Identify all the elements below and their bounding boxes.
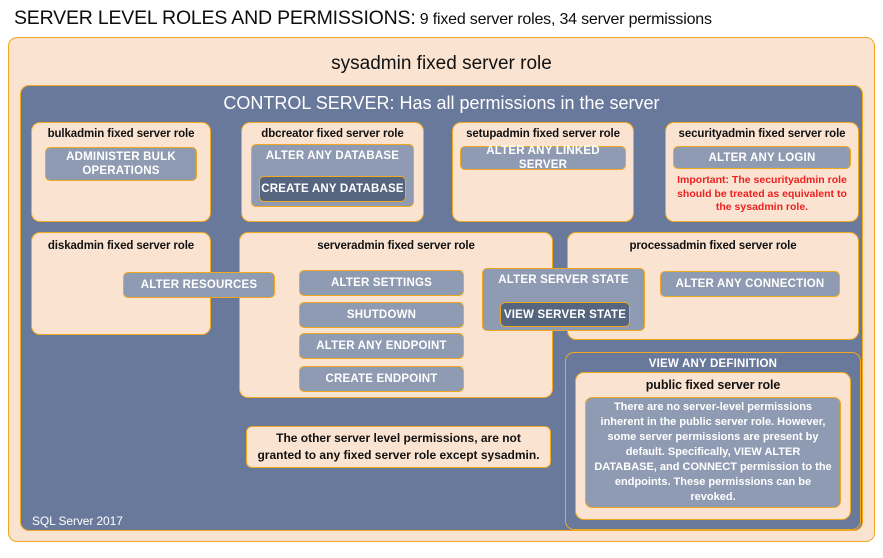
role-label-serveradmin: serveradmin fixed server role xyxy=(317,240,475,252)
permission-alter-any-endpoint[interactable]: ALTER ANY ENDPOINT xyxy=(299,333,464,359)
page-title: SERVER LEVEL ROLES AND PERMISSIONS: 9 fi… xyxy=(14,7,874,33)
permission-create-any-database[interactable]: CREATE ANY DATABASE xyxy=(259,176,406,202)
permission-alter-resources[interactable]: ALTER RESOURCES xyxy=(123,272,275,298)
role-label-setupadmin: setupadmin fixed server role xyxy=(466,128,620,140)
permission-view-server-state[interactable]: VIEW SERVER STATE xyxy=(500,302,630,327)
page-title-strong: SERVER LEVEL ROLES AND PERMISSIONS: xyxy=(14,7,416,29)
permission-create-endpoint[interactable]: CREATE ENDPOINT xyxy=(299,366,464,392)
role-label-securityadmin: securityadmin fixed server role xyxy=(678,128,846,140)
permission-shutdown[interactable]: SHUTDOWN xyxy=(299,302,464,328)
role-label-diskadmin: diskadmin fixed server role xyxy=(47,240,195,252)
role-label-public: public fixed server role xyxy=(645,378,781,392)
control-server-label: CONTROL SERVER: Has all permissions in t… xyxy=(223,93,660,113)
permission-alter-any-connection[interactable]: ALTER ANY CONNECTION xyxy=(660,271,840,297)
permission-administer-bulk-operations[interactable]: ADMINISTER BULK OPERATIONS xyxy=(45,147,197,181)
role-box-setupadmin xyxy=(452,122,634,222)
permission-alter-settings[interactable]: ALTER SETTINGS xyxy=(299,270,464,296)
permission-view-any-definition[interactable]: VIEW ANY DEFINITION xyxy=(648,358,778,370)
role-box-securityadmin xyxy=(665,122,859,222)
page-title-subtitle: 9 fixed server roles, 34 server permissi… xyxy=(415,11,712,28)
other-permissions-note: The other server level permissions, are … xyxy=(246,426,551,468)
role-label-bulkadmin: bulkadmin fixed server role xyxy=(47,128,195,140)
sysadmin-role-label: sysadmin fixed server role xyxy=(331,53,552,74)
securityadmin-warning-note: Important: The securityadmin role should… xyxy=(677,174,847,213)
role-label-dbcreator: dbcreator fixed server role xyxy=(261,128,404,140)
permission-alter-any-linked-server[interactable]: ALTER ANY LINKED SERVER xyxy=(460,145,626,171)
permission-alter-server-state-label: ALTER SERVER STATE xyxy=(498,274,629,286)
role-label-processadmin: processadmin fixed server role xyxy=(629,240,797,252)
footer-version-label: SQL Server 2017 xyxy=(32,514,123,528)
permission-alter-any-login[interactable]: ALTER ANY LOGIN xyxy=(673,146,851,169)
public-role-description: There are no server-level permissions in… xyxy=(585,397,841,508)
permission-alter-any-database-label: ALTER ANY DATABASE xyxy=(265,150,400,162)
